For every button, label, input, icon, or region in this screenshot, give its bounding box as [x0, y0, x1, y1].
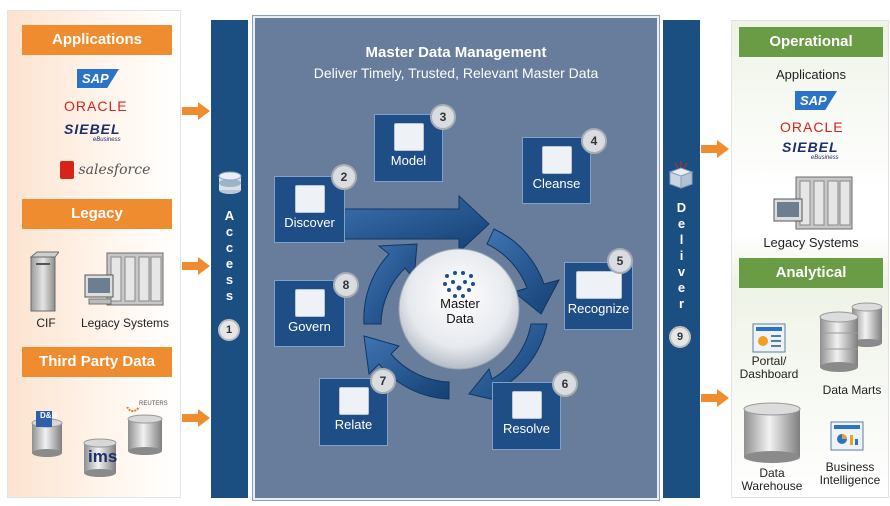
step-number-2: 2: [331, 164, 357, 190]
step-number-7: 7: [370, 368, 396, 394]
deliver-step-number: 9: [669, 326, 691, 348]
mdm-panel: Master Data Management Deliver Timely, T…: [252, 15, 660, 501]
analytical-arrow-icon: [701, 389, 729, 407]
step-number-5: 5: [607, 248, 633, 274]
model-diagram-icon: [393, 123, 424, 151]
third-party-header: Third Party Data: [22, 347, 172, 377]
cif-label: CIF: [36, 316, 56, 330]
mdm-title: Master Data Management: [365, 44, 547, 61]
access-step-number: 1: [218, 319, 240, 341]
legacy-systems-icon: [84, 252, 164, 306]
targets-panel: Operational Applications SAP ORACLE SIEB…: [731, 20, 889, 498]
step-govern: Govern: [274, 280, 345, 347]
data-marts-label: Data Marts: [822, 383, 882, 397]
dnb-logo: D&B: [40, 411, 58, 420]
step-cleanse: Cleanse: [522, 137, 591, 204]
sap-logo: SAP: [795, 91, 837, 110]
open-box-icon: [668, 161, 694, 189]
sap-logo: SAP: [77, 69, 119, 88]
master-data-center: Master Data: [440, 296, 480, 326]
step-recognize: Recognize: [564, 262, 633, 330]
applications-label: Applications: [775, 67, 847, 82]
legacy-systems-icon: [773, 176, 853, 230]
oracle-logo: ORACLE: [780, 119, 844, 135]
salesforce-logo: salesforce: [60, 161, 150, 179]
checklist-icon: [511, 391, 542, 419]
magnifier-database-icon: [294, 185, 325, 213]
legacy-arrow-icon: [182, 257, 210, 275]
sources-panel: Applications SAP ORACLE SIEBEL eBusiness…: [7, 10, 181, 498]
data-warehouse-label: Data Warehouse: [741, 466, 803, 493]
cif-server-icon: [29, 251, 59, 312]
third-party-databases-icon: [31, 407, 163, 477]
lifecycle-arrows-icon: [319, 194, 560, 403]
business-intelligence-icon: [830, 421, 864, 451]
id-cards-icon: [575, 271, 622, 299]
portal-dashboard-label: Portal/ Dashboard: [739, 354, 799, 381]
step-relate: Relate: [319, 378, 388, 446]
data-warehouse-icon: [743, 402, 801, 463]
access-label: A c c e s s: [224, 208, 235, 303]
government-building-icon: [294, 289, 325, 317]
access-bar: [211, 20, 248, 498]
legacy-systems-label: Legacy Systems: [80, 316, 170, 330]
data-marts-icon: [819, 302, 883, 372]
step-resolve: Resolve: [492, 382, 561, 450]
operational-arrow-icon: [701, 140, 729, 158]
analytical-header: Analytical: [739, 258, 883, 288]
filter-funnel-icon: [541, 146, 572, 174]
step-number-3: 3: [430, 104, 456, 130]
ims-logo: ims: [88, 447, 118, 466]
step-number-8: 8: [333, 272, 359, 298]
business-intelligence-label: Business Intelligence: [819, 460, 881, 487]
step-model: Model: [374, 114, 443, 182]
legacy-systems-label: Legacy Systems: [763, 235, 859, 250]
people-network-icon: [338, 387, 369, 415]
step-number-6: 6: [552, 371, 578, 397]
step-number-4: 4: [581, 128, 607, 154]
database-stack-icon: [218, 171, 242, 194]
portal-dashboard-icon: [752, 323, 786, 353]
third-party-arrow-icon: [182, 409, 210, 427]
deliver-bar: [663, 20, 700, 498]
siebel-logo: SIEBEL eBusiness: [782, 139, 839, 161]
deliver-label: D e l i v e r: [676, 200, 687, 311]
step-discover: Discover: [274, 176, 345, 243]
legacy-header: Legacy: [22, 199, 172, 229]
reuters-logo: REUTERS: [139, 401, 168, 407]
oracle-logo: ORACLE: [64, 98, 128, 114]
siebel-logo: SIEBEL eBusiness: [64, 121, 121, 143]
applications-header: Applications: [22, 25, 172, 55]
operational-header: Operational: [739, 27, 883, 57]
applications-arrow-icon: [182, 102, 210, 120]
mdm-subtitle: Deliver Timely, Trusted, Relevant Master…: [313, 65, 599, 81]
